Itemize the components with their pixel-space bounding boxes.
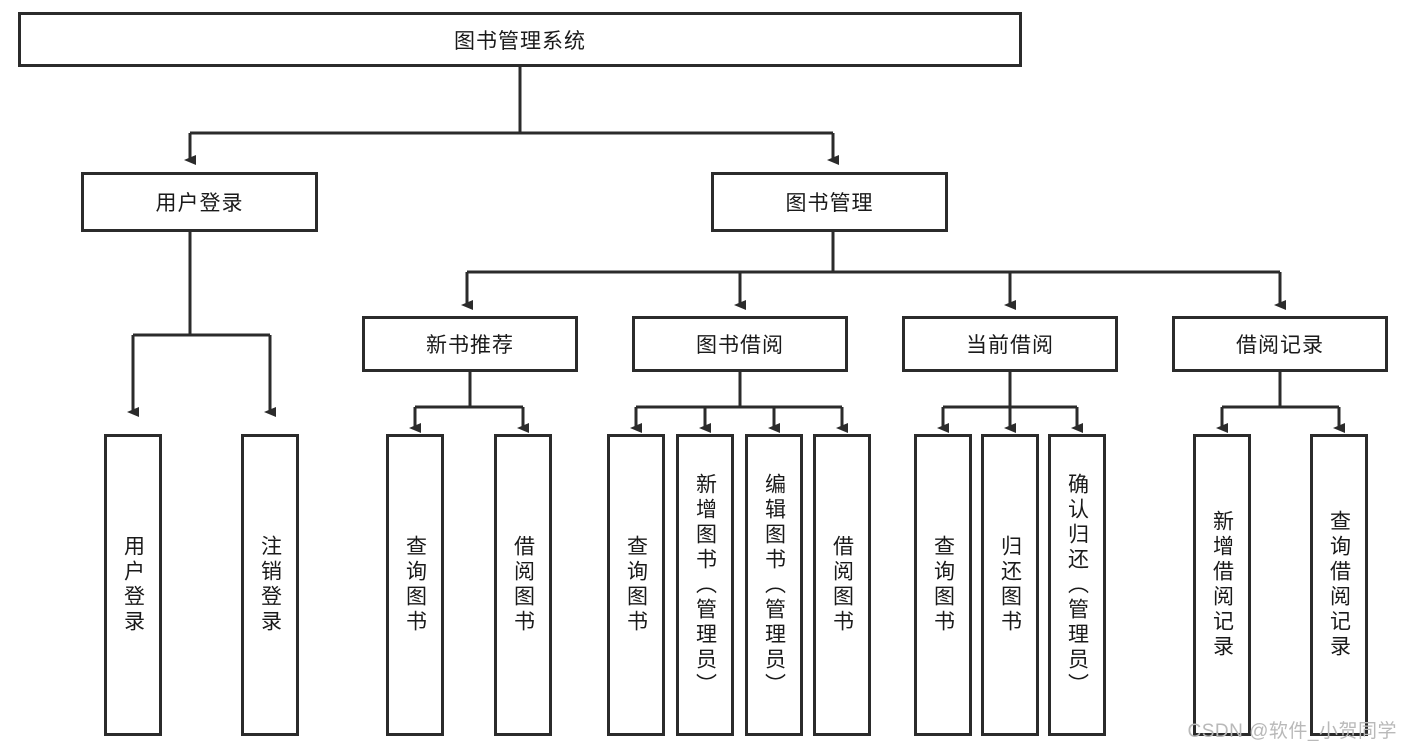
leaf-current-borrow-3-label: 确认归还（管理员） [1065, 472, 1089, 698]
node-borrow-record[interactable]: 借阅记录 [1172, 316, 1388, 372]
leaf-current-borrow-2-label: 归还图书 [998, 535, 1022, 635]
node-current-borrow-label: 当前借阅 [966, 334, 1054, 357]
leaf-user-login-1[interactable]: 用户登录 [104, 434, 162, 736]
leaf-book-borrow-1[interactable]: 查询图书 [607, 434, 665, 736]
csdn-watermark: CSDN @软件_小贺同学 [1187, 721, 1397, 742]
node-current-borrow[interactable]: 当前借阅 [902, 316, 1118, 372]
node-book-borrow[interactable]: 图书借阅 [632, 316, 848, 372]
node-book-manage-label: 图书管理 [785, 192, 874, 215]
leaf-book-borrow-4[interactable]: 借阅图书 [813, 434, 871, 736]
leaf-current-borrow-3[interactable]: 确认归还（管理员） [1048, 434, 1106, 736]
leaf-new-book-2[interactable]: 借阅图书 [494, 434, 552, 736]
leaf-new-book-1-label: 查询图书 [403, 535, 427, 635]
leaf-book-borrow-2[interactable]: 新增图书（管理员） [676, 434, 734, 736]
leaf-book-borrow-4-label: 借阅图书 [830, 535, 854, 635]
leaf-book-borrow-2-label: 新增图书（管理员） [693, 472, 717, 698]
leaf-user-login-2[interactable]: 注销登录 [241, 434, 299, 736]
node-user-login[interactable]: 用户登录 [81, 172, 318, 232]
node-root-label: 图书管理系统 [454, 29, 586, 53]
node-root[interactable]: 图书管理系统 [18, 12, 1022, 67]
node-borrow-record-label: 借阅记录 [1236, 334, 1324, 357]
node-user-login-label: 用户登录 [155, 192, 244, 215]
leaf-book-borrow-1-label: 查询图书 [624, 535, 648, 635]
leaf-current-borrow-1[interactable]: 查询图书 [914, 434, 972, 736]
node-new-book-recommend[interactable]: 新书推荐 [362, 316, 578, 372]
leaf-borrow-record-1-label: 新增借阅记录 [1210, 510, 1234, 660]
leaf-new-book-2-label: 借阅图书 [511, 535, 535, 635]
leaf-new-book-1[interactable]: 查询图书 [386, 434, 444, 736]
leaf-borrow-record-2[interactable]: 查询借阅记录 [1310, 434, 1368, 736]
node-book-borrow-label: 图书借阅 [696, 334, 784, 357]
leaf-user-login-2-label: 注销登录 [258, 535, 282, 635]
leaf-user-login-1-label: 用户登录 [121, 535, 145, 635]
leaf-book-borrow-3-label: 编辑图书（管理员） [762, 472, 786, 698]
leaf-current-borrow-1-label: 查询图书 [931, 535, 955, 635]
leaf-book-borrow-3[interactable]: 编辑图书（管理员） [745, 434, 803, 736]
leaf-borrow-record-1[interactable]: 新增借阅记录 [1193, 434, 1251, 736]
leaf-current-borrow-2[interactable]: 归还图书 [981, 434, 1039, 736]
node-book-manage[interactable]: 图书管理 [711, 172, 948, 232]
node-new-book-recommend-label: 新书推荐 [426, 334, 514, 357]
leaf-borrow-record-2-label: 查询借阅记录 [1327, 510, 1351, 660]
